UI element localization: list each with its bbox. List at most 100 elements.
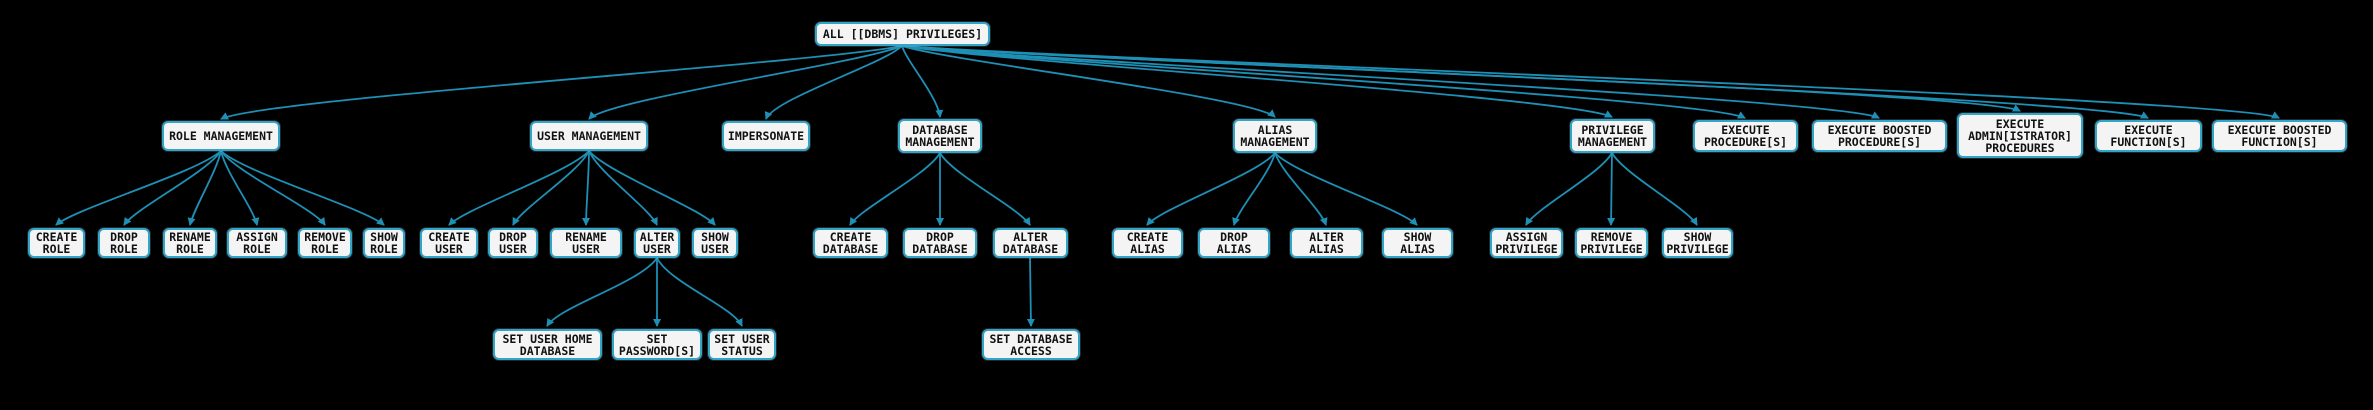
alter-user-edges xyxy=(546,257,743,327)
edge xyxy=(901,45,1276,118)
node-assign-role: ASSIGN ROLE xyxy=(227,228,287,258)
alias-management-edges xyxy=(1146,152,1418,226)
node-assign-privilege: ASSIGN PRIVILEGE xyxy=(1490,228,1563,258)
node-database-management: DATABASE MANAGEMENT xyxy=(898,119,982,153)
edge xyxy=(849,152,941,226)
node-label: ROLE MANAGEMENT xyxy=(169,129,273,143)
edge xyxy=(187,150,222,226)
node-show-alias: SHOW ALIAS xyxy=(1382,228,1453,258)
edge xyxy=(1026,257,1035,327)
edge xyxy=(764,45,903,120)
edge xyxy=(588,150,658,226)
node-label: REMOVE ROLE xyxy=(304,230,346,256)
edge xyxy=(582,150,591,226)
node-label: SET USER STATUS xyxy=(714,331,770,358)
node-set-passwords: SET PASSWORD[S] xyxy=(612,329,702,360)
node-remove-role: REMOVE ROLE xyxy=(298,228,352,258)
node-show-user: SHOW USER xyxy=(692,228,738,258)
edge xyxy=(901,45,1746,119)
node-drop-user: DROP USER xyxy=(488,228,538,258)
node-label: DROP ROLE xyxy=(110,230,138,256)
node-alter-user: ALTER USER xyxy=(634,228,680,258)
node-label: DROP ALIAS xyxy=(1216,230,1252,256)
node-set-user-status: SET USER STATUS xyxy=(708,329,776,360)
node-user-management: USER MANAGEMENT xyxy=(530,121,648,151)
node-label: CREATE DATABASE xyxy=(822,230,879,256)
node-label: ALTER DATABASE xyxy=(1002,230,1059,256)
node-execute-functions: EXECUTE FUNCTION[S] xyxy=(2095,120,2202,152)
node-alter-database: ALTER DATABASE xyxy=(993,228,1068,258)
node-drop-role: DROP ROLE xyxy=(98,228,150,258)
database-management-edges xyxy=(849,152,1031,226)
edge xyxy=(1611,152,1698,226)
node-create-alias: CREATE ALIAS xyxy=(1112,228,1183,258)
edge xyxy=(220,150,385,226)
edge xyxy=(588,45,903,120)
node-alias-management: ALIAS MANAGEMENT xyxy=(1233,119,1317,153)
edge xyxy=(1274,152,1328,226)
node-create-role: CREATE ROLE xyxy=(28,228,85,258)
node-label: PRIVILEGE MANAGEMENT xyxy=(1577,123,1648,149)
node-privilege-management: PRIVILEGE MANAGEMENT xyxy=(1570,119,1655,153)
node-label: CREATE ROLE xyxy=(35,230,78,256)
node-execute-boosted-functions: EXECUTE BOOSTED FUNCTION[S] xyxy=(2212,120,2347,152)
node-execute-boosted-procedures: EXECUTE BOOSTED PROCEDURE[S] xyxy=(1812,120,1947,152)
node-label: ALL [[DBMS] PRIVILEGES] xyxy=(822,27,983,41)
node-label: RENAME USER xyxy=(565,230,607,256)
node-drop-database: DROP DATABASE xyxy=(903,228,977,258)
node-label: SHOW ROLE xyxy=(370,230,398,256)
node-all-dbms-privileges: ALL [[DBMS] PRIVILEGES] xyxy=(815,22,990,46)
node-label: DROP USER xyxy=(499,230,527,256)
edge xyxy=(1525,152,1613,226)
edge xyxy=(1274,152,1418,226)
node-label: ALTER ALIAS xyxy=(1309,230,1344,256)
node-label: EXECUTE BOOSTED FUNCTION[S] xyxy=(2227,123,2332,149)
node-show-privilege: SHOW PRIVILEGE xyxy=(1662,228,1733,258)
edge xyxy=(901,45,1613,118)
node-execute-admin-procedures: EXECUTE ADMIN[ISTRATOR] PROCEDURES xyxy=(1957,113,2083,158)
edge xyxy=(588,150,716,226)
edge xyxy=(656,257,743,327)
node-label: DATABASE MANAGEMENT xyxy=(905,123,975,149)
edge xyxy=(546,257,658,327)
node-role-management: ROLE MANAGEMENT xyxy=(162,121,280,151)
node-show-role: SHOW ROLE xyxy=(363,228,405,258)
node-label: RENAME ROLE xyxy=(169,230,211,256)
node-rename-user: RENAME USER xyxy=(550,228,622,258)
edge xyxy=(939,152,1031,226)
node-label: SHOW ALIAS xyxy=(1400,230,1435,256)
edge xyxy=(1146,152,1276,226)
node-impersonate: IMPERSONATE xyxy=(722,121,810,151)
node-label: EXECUTE PROCEDURE[S] xyxy=(1703,123,1788,149)
edge xyxy=(448,150,590,226)
edge xyxy=(901,45,944,118)
node-label: EXECUTE BOOSTED PROCEDURE[S] xyxy=(1827,123,1932,149)
node-execute-procedures: EXECUTE PROCEDURE[S] xyxy=(1693,120,1798,152)
node-rename-role: RENAME ROLE xyxy=(163,228,217,258)
node-label: EXECUTE ADMIN[ISTRATOR] PROCEDURES xyxy=(1968,116,2072,155)
node-label: ALIAS MANAGEMENT xyxy=(1240,123,1310,149)
node-label: ASSIGN PRIVILEGE xyxy=(1495,230,1558,256)
privilege-management-edges xyxy=(1525,152,1698,226)
role-management-edges xyxy=(55,150,385,226)
node-set-database-access: SET DATABASE ACCESS xyxy=(982,329,1080,360)
node-label: CREATE ALIAS xyxy=(1126,230,1169,256)
node-label: IMPERSONATE xyxy=(727,129,805,143)
root-edges xyxy=(220,45,2280,120)
node-label: SET USER HOME DATABASE xyxy=(502,331,593,358)
node-label: DROP DATABASE xyxy=(912,230,968,256)
node-alter-alias: ALTER ALIAS xyxy=(1290,228,1363,258)
edge xyxy=(123,150,222,226)
node-label: ASSIGN ROLE xyxy=(236,230,278,256)
node-remove-privilege: REMOVE PRIVILEGE xyxy=(1575,228,1648,258)
node-label: SHOW PRIVILEGE xyxy=(1666,230,1729,256)
edge xyxy=(220,150,260,226)
edge xyxy=(220,45,903,120)
node-label: ALTER USER xyxy=(639,230,675,256)
edge xyxy=(901,45,1880,119)
node-set-user-home-database: SET USER HOME DATABASE xyxy=(493,329,602,360)
user-management-edges xyxy=(448,150,716,226)
node-label: REMOVE PRIVILEGE xyxy=(1580,230,1643,256)
